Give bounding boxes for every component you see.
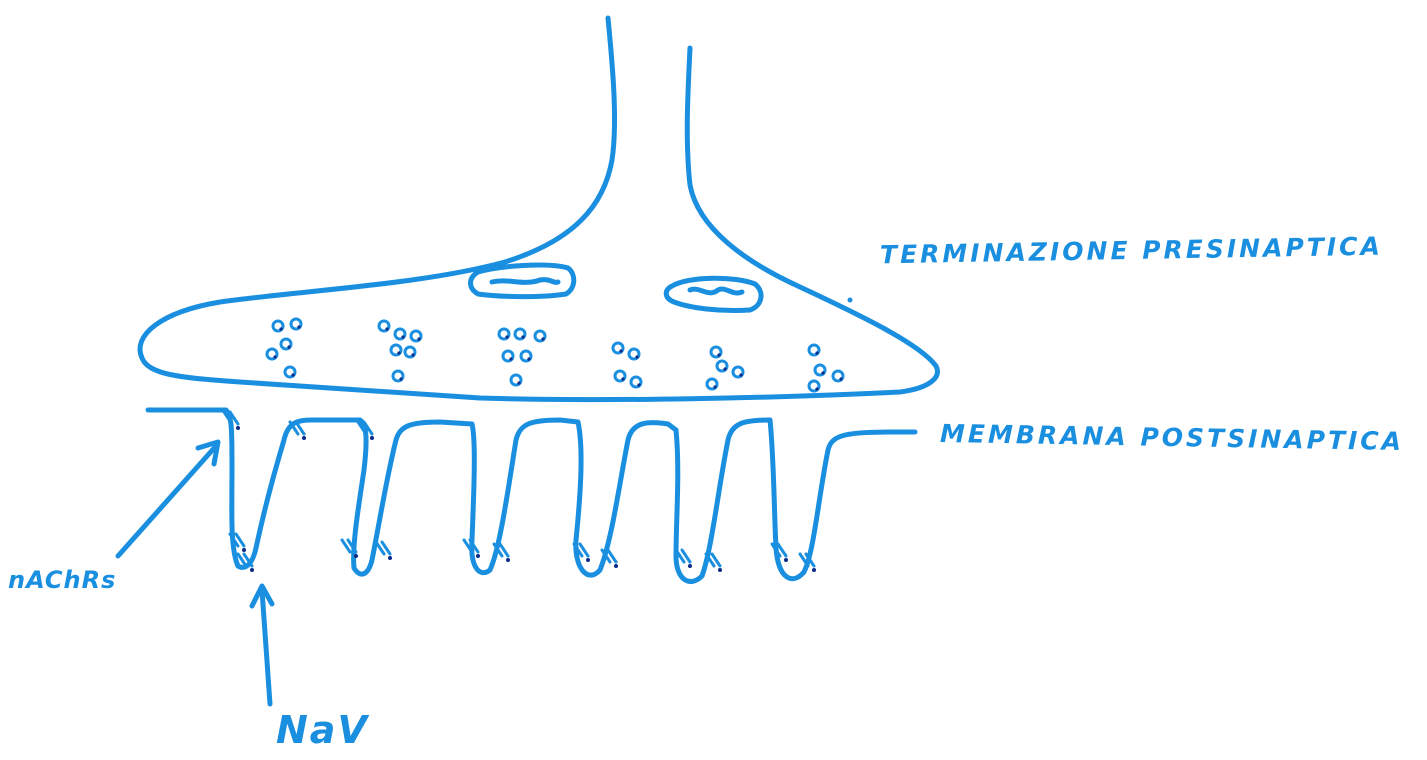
- vesicle-dot: [505, 335, 508, 338]
- vesicle-dot: [279, 327, 282, 330]
- channel-dot: [236, 426, 240, 430]
- channel-dot: [388, 556, 392, 560]
- vesicle-dot: [621, 377, 624, 380]
- vesicle-dot: [521, 335, 524, 338]
- vesicle-dot: [713, 385, 716, 388]
- vesicle-dot: [291, 373, 294, 376]
- nachr-arrow-shaft: [118, 446, 216, 556]
- vesicle-dot: [417, 337, 420, 340]
- vesicle-dot: [541, 337, 544, 340]
- synaptic-vesicles: [267, 319, 843, 391]
- mitochondrion-left-cristae: [492, 280, 558, 283]
- channel-dot: [718, 568, 722, 572]
- channel-dot: [354, 554, 358, 558]
- channel-dot: [784, 558, 788, 562]
- vesicle-dot: [397, 351, 400, 354]
- vesicle-dot: [527, 357, 530, 360]
- vesicle-dot: [635, 355, 638, 358]
- vesicle-dot: [717, 353, 720, 356]
- vesicle-dot: [723, 367, 726, 370]
- channel-dot: [370, 436, 374, 440]
- channel-dot: [506, 558, 510, 562]
- vesicle-dot: [273, 355, 276, 358]
- nachr-label: nAChRs: [8, 566, 116, 594]
- vesicle-dot: [839, 377, 842, 380]
- vesicle-dot: [411, 353, 414, 356]
- vesicle-dot: [619, 349, 622, 352]
- channel-dot: [250, 568, 254, 572]
- nav-label: NaV: [276, 708, 369, 752]
- vesicle-dot: [815, 387, 818, 390]
- vesicle-dot: [297, 325, 300, 328]
- channel-dot: [812, 568, 816, 572]
- nav-arrow-shaft: [262, 590, 270, 704]
- channel-dot: [302, 436, 306, 440]
- vesicle-dot: [637, 383, 640, 386]
- channel-dot: [586, 558, 590, 562]
- postsynaptic-membrane: [148, 410, 910, 582]
- vesicle-dot: [815, 351, 818, 354]
- vesicle-dot: [399, 377, 402, 380]
- vesicle-dot: [821, 371, 824, 374]
- mitochondrion-right-cristae: [690, 289, 742, 293]
- channel-dot: [476, 554, 480, 558]
- vesicle-dot: [517, 381, 520, 384]
- vesicle-dot: [287, 345, 290, 348]
- channel-dot: [242, 548, 246, 552]
- channel-dot: [614, 564, 618, 568]
- vesicle-dot: [509, 357, 512, 360]
- vesicle-dot: [401, 335, 404, 338]
- channel-dot: [688, 564, 692, 568]
- vesicle-dot: [739, 373, 742, 376]
- vesicle-dot: [385, 327, 388, 330]
